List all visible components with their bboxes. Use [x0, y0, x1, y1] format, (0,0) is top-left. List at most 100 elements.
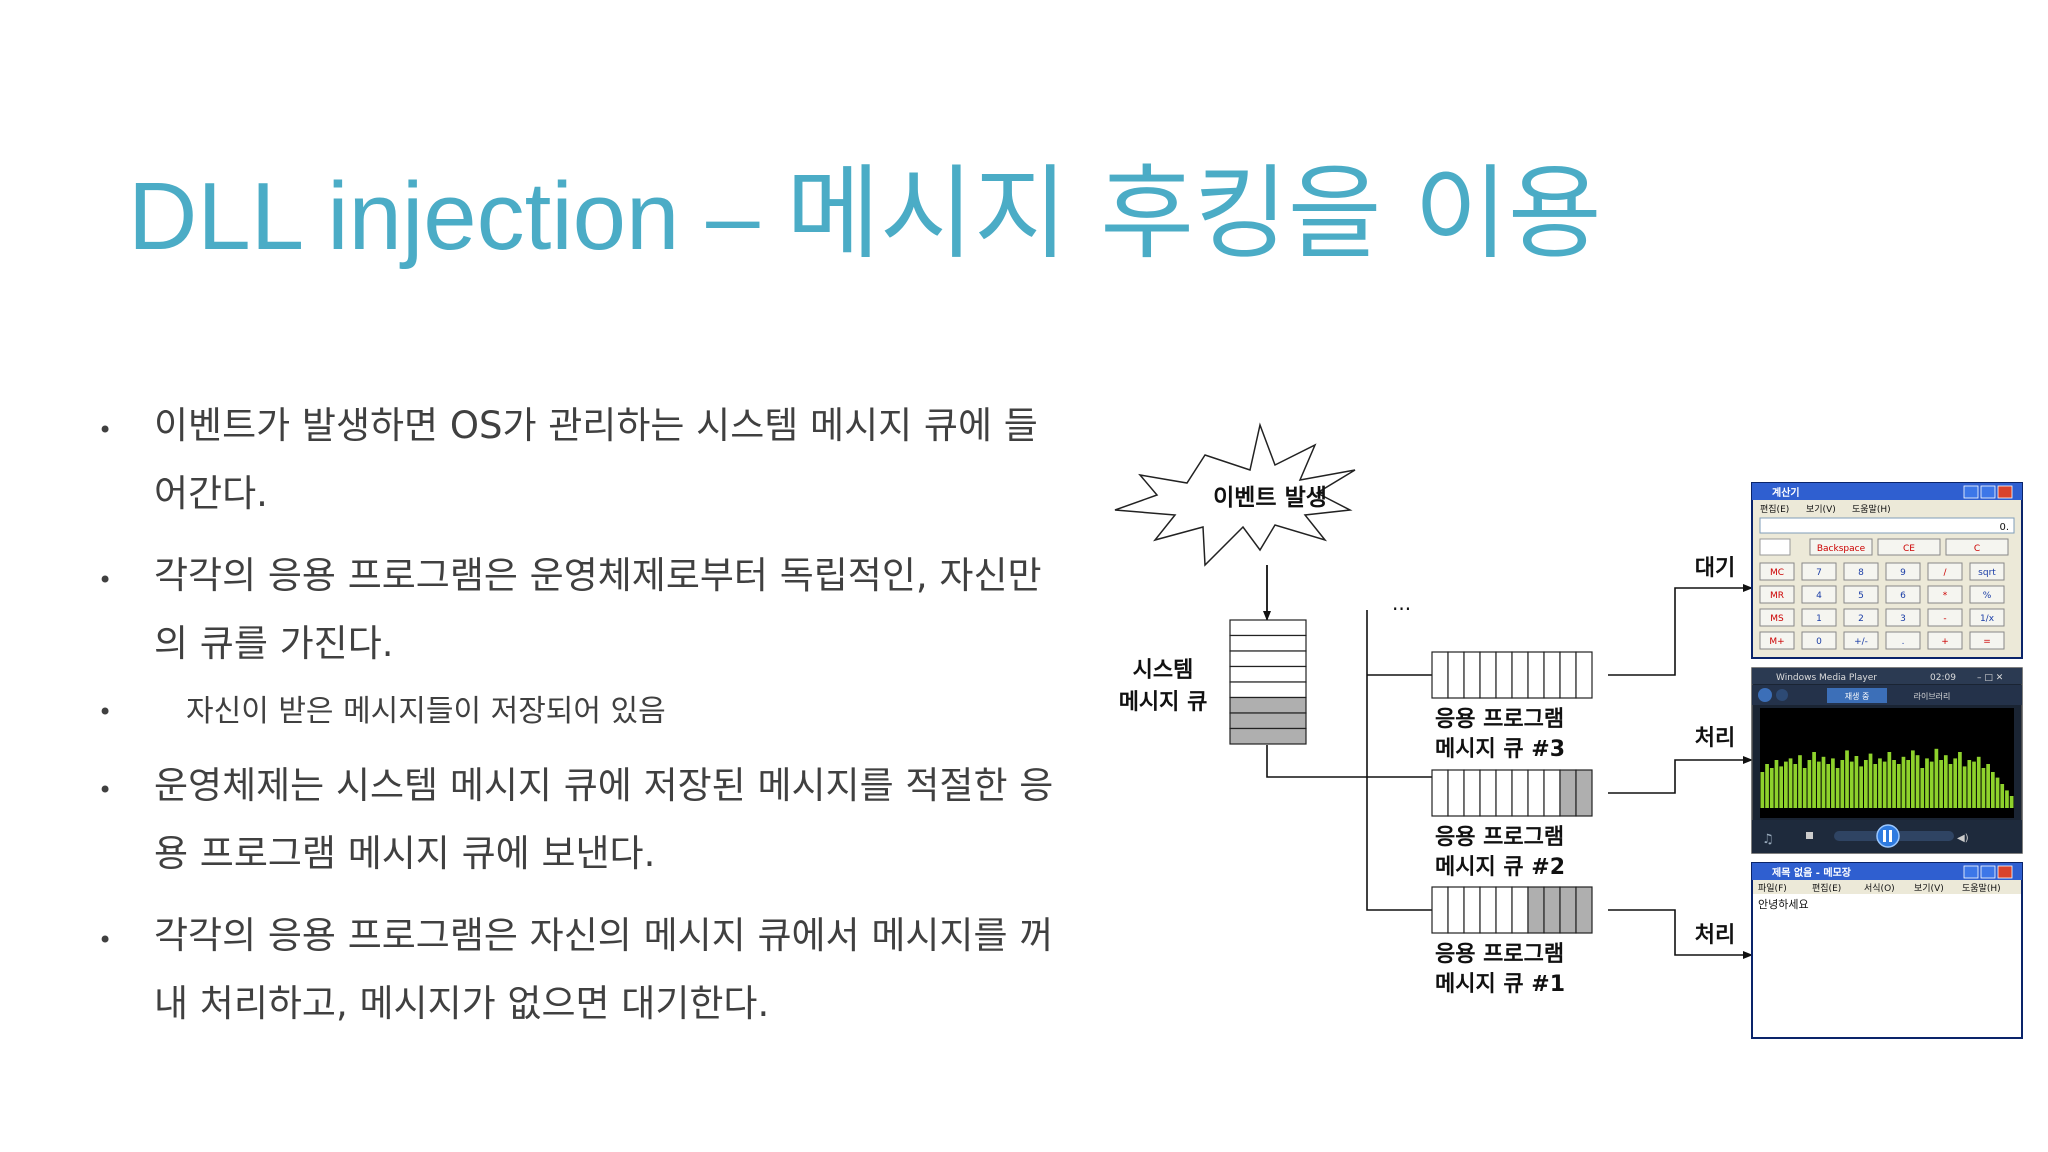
notepad-window: 제목 없음 - 메모장 파일(F) 편집(E) 서식(O) 보기(V) 도움말(… [1751, 862, 2023, 1039]
pause-bar-left [1883, 830, 1886, 842]
app-queue-cell [1511, 651, 1529, 699]
calc-key[interactable] [1885, 585, 1921, 604]
visualization-bar [1878, 758, 1882, 808]
state-label-wait: 대기 [1695, 556, 1735, 581]
calc-key[interactable] [1927, 562, 1963, 581]
notepad-menu-edit[interactable]: 편집(E) [1812, 882, 1841, 894]
calc-key[interactable] [1843, 631, 1879, 650]
calc-key[interactable] [1885, 608, 1921, 627]
calc-key-label: / [1943, 568, 1947, 578]
calc-key[interactable] [1801, 608, 1837, 627]
calc-key[interactable] [1843, 608, 1879, 627]
notepad-close-button[interactable] [1997, 865, 2013, 879]
visualization-bar [1958, 752, 1962, 808]
visualization-bar [1863, 760, 1868, 808]
calc-key[interactable] [1759, 631, 1795, 650]
calc-key[interactable] [1927, 608, 1963, 627]
visualization-bar [2005, 790, 2009, 808]
notepad-menu-file[interactable]: 파일(F) [1758, 883, 1787, 894]
visualization-bar [1859, 766, 1863, 808]
notepad-content[interactable]: 안녕하세요 [1758, 897, 1809, 911]
app-queue-cell [1479, 886, 1497, 934]
player-music-icon: ♫ [1762, 832, 1774, 847]
app-queue-cell [1463, 651, 1481, 699]
connectors [1266, 584, 1753, 959]
calc-key[interactable] [1759, 562, 1795, 581]
visualization-bar [1929, 761, 1934, 808]
calc-key[interactable] [1801, 585, 1837, 604]
app-queue-cell [1543, 886, 1561, 934]
app-queue-cell [1575, 651, 1593, 699]
calc-key[interactable] [1809, 538, 1873, 556]
app-queue-cell [1543, 651, 1561, 699]
player-back-icon[interactable] [1758, 688, 1772, 702]
calc-key[interactable] [1927, 585, 1963, 604]
app-queue-cell [1527, 886, 1545, 934]
notepad-menu-format[interactable]: 서식(O) [1864, 883, 1895, 894]
app-queue-label: 응용 프로그램 [1435, 707, 1564, 732]
calc-key[interactable] [1969, 608, 2005, 627]
bullet-text: 각각의 응용 프로그램은 자신의 메시지 큐에서 메시지를 꺼내 처리하고, 메… [154, 914, 1054, 1025]
system-queue-label-2: 메시지 큐 [1119, 690, 1208, 715]
calc-titlebar [1752, 483, 2022, 500]
calc-key[interactable] [1885, 631, 1921, 650]
visualization-bar [1802, 768, 1807, 808]
calc-key[interactable] [1759, 585, 1795, 604]
visualization-bar [1911, 750, 1915, 808]
visualization-bar [1967, 760, 1972, 808]
bullet-list: 이벤트가 발생하면 OS가 관리하는 시스템 메시지 큐에 들어간다. 각각의 … [98, 392, 1060, 1052]
calc-minimize-button[interactable] [1963, 485, 1979, 499]
visualization-bar [1845, 750, 1849, 808]
player-time: 02:09 [1930, 673, 1956, 683]
visualization-bar [1972, 761, 1976, 808]
bullet-item: 각각의 응용 프로그램은 자신의 메시지 큐에서 메시지를 꺼내 처리하고, 메… [98, 902, 1060, 1038]
calc-key[interactable] [1885, 562, 1921, 581]
calc-close-button[interactable] [1997, 485, 2013, 499]
calc-key-label: +/- [1854, 637, 1868, 647]
player-forward-icon[interactable] [1776, 689, 1788, 701]
calc-key-label: MS [1770, 614, 1784, 624]
tab-now-playing[interactable] [1827, 688, 1887, 703]
notepad-menu-help[interactable]: 도움말(H) [1962, 882, 2001, 894]
visualization-bar [1835, 768, 1840, 808]
calc-key[interactable] [1843, 562, 1879, 581]
calc-key[interactable] [1969, 562, 2005, 581]
calc-key[interactable] [1843, 585, 1879, 604]
player-stop-button[interactable] [1806, 832, 1813, 839]
calc-key[interactable] [1927, 631, 1963, 650]
visualization-bar [1793, 764, 1798, 808]
calc-key[interactable] [1945, 538, 2009, 556]
calc-key[interactable] [1969, 585, 2005, 604]
app-queue-cell [1479, 769, 1497, 817]
system-queue-cell [1229, 634, 1307, 652]
visualization-bar [1896, 764, 1901, 808]
system-queue [1229, 619, 1307, 745]
notepad-maximize-button[interactable] [1980, 865, 1996, 879]
calc-menu-help[interactable]: 도움말(H) [1852, 503, 1891, 515]
calc-menu-view[interactable]: 보기(V) [1806, 504, 1836, 515]
player-pause-button[interactable] [1876, 824, 1900, 848]
visualization-bar [1925, 758, 1929, 808]
player-volume-icon[interactable]: ◀) [1957, 833, 1969, 844]
calc-key[interactable] [1877, 538, 1941, 556]
calc-key-label: 9 [1900, 568, 1906, 578]
visualization-bar [1995, 777, 2000, 808]
calc-key[interactable] [1801, 631, 1837, 650]
calc-key[interactable] [1801, 562, 1837, 581]
calc-maximize-button[interactable] [1980, 485, 1996, 499]
connector-q1-to-notepad [1608, 909, 1753, 959]
visualization-bar [1769, 768, 1774, 808]
notepad-minimize-button[interactable] [1963, 865, 1979, 879]
tab-library-label[interactable]: 라이브러리 [1914, 691, 1951, 701]
visualization-bar [2000, 784, 2005, 808]
state-label-process-2: 처리 [1695, 726, 1735, 751]
calc-key[interactable] [1759, 608, 1795, 627]
notepad-menu-view[interactable]: 보기(V) [1914, 883, 1944, 894]
system-queue-cell [1229, 727, 1307, 745]
visualization-bar [1816, 761, 1821, 808]
notepad-titlebar [1752, 863, 2022, 880]
calc-menu-edit[interactable]: 편집(E) [1760, 503, 1789, 515]
visualization-bar [1986, 764, 1990, 808]
calc-key[interactable] [1969, 631, 2005, 650]
sub-bullet-item: 자신이 받은 메시지들이 저장되어 있음 [98, 690, 1060, 734]
